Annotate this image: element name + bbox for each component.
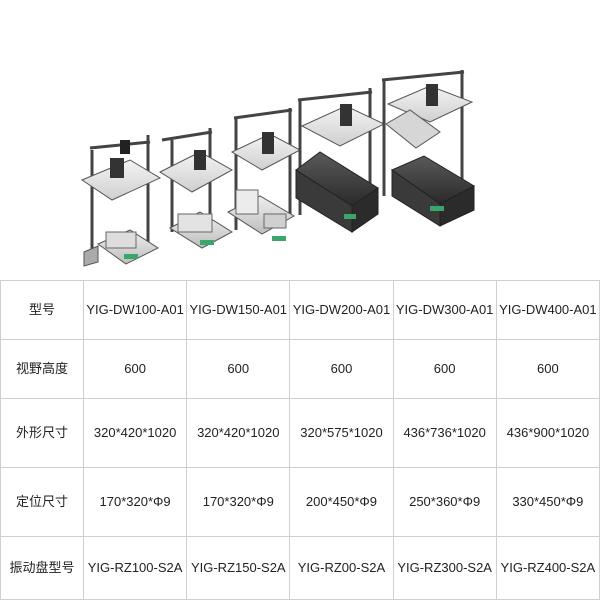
table-cell: 170*320*Φ9	[186, 467, 291, 537]
product-illustration	[80, 70, 476, 267]
table-cell: YIG-DW400-A01	[495, 280, 600, 340]
row-label-view-height: 视野高度	[0, 339, 84, 399]
table-cell: 200*450*Φ9	[289, 467, 394, 537]
machine-unit-4	[295, 88, 386, 233]
table-row-mount-size: 定位尺寸 170*320*Φ9 170*320*Φ9 200*450*Φ9 25…	[0, 467, 600, 537]
row-label-mount-size: 定位尺寸	[0, 467, 84, 537]
table-cell: YIG-DW200-A01	[289, 280, 394, 340]
table-cell: YIG-DW300-A01	[392, 280, 497, 340]
table-cell: YIG-RZ400-S2A	[495, 536, 600, 600]
row-label-outer-size: 外形尺寸	[0, 398, 84, 468]
row-label-feeder-model: 振动盘型号	[0, 536, 84, 600]
table-cell: 320*420*1020	[186, 398, 291, 468]
table-cell: 600	[82, 339, 188, 399]
table-cell: 250*360*Φ9	[392, 467, 497, 537]
table-cell: 170*320*Φ9	[82, 467, 188, 537]
table-cell: YIG-DW150-A01	[186, 280, 291, 340]
table-cell: 330*450*Φ9	[495, 467, 600, 537]
table-cell: 600	[289, 339, 394, 399]
table-cell: YIG-RZ150-S2A	[186, 536, 291, 600]
table-cell: 600	[392, 339, 497, 399]
row-label-model: 型号	[0, 280, 84, 340]
table-cell: 320*575*1020	[289, 398, 394, 468]
table-row-outer-size: 外形尺寸 320*420*1020 320*420*1020 320*575*1…	[0, 398, 600, 468]
table-cell: YIG-RZ00-S2A	[289, 536, 394, 600]
table-cell: 436*900*1020	[495, 398, 600, 468]
machine-unit-1	[80, 135, 162, 267]
spec-table: 型号 YIG-DW100-A01 YIG-DW150-A01 YIG-DW200…	[0, 280, 600, 600]
table-cell: YIG-RZ300-S2A	[392, 536, 497, 600]
machine-unit-3	[226, 108, 302, 241]
table-cell: 436*736*1020	[392, 398, 497, 468]
table-row-feeder-model: 振动盘型号 YIG-RZ100-S2A YIG-RZ150-S2A YIG-RZ…	[0, 536, 600, 600]
table-cell: 600	[495, 339, 600, 399]
table-cell: 320*420*1020	[82, 398, 188, 468]
table-cell: 600	[186, 339, 291, 399]
table-row-model: 型号 YIG-DW100-A01 YIG-DW150-A01 YIG-DW200…	[0, 280, 600, 340]
table-cell: YIG-RZ100-S2A	[82, 536, 188, 600]
table-cell: YIG-DW100-A01	[82, 280, 188, 340]
machine-unit-5	[381, 70, 476, 227]
table-row-view-height: 视野高度 600 600 600 600 600	[0, 339, 600, 399]
machine-unit-2	[158, 128, 234, 249]
